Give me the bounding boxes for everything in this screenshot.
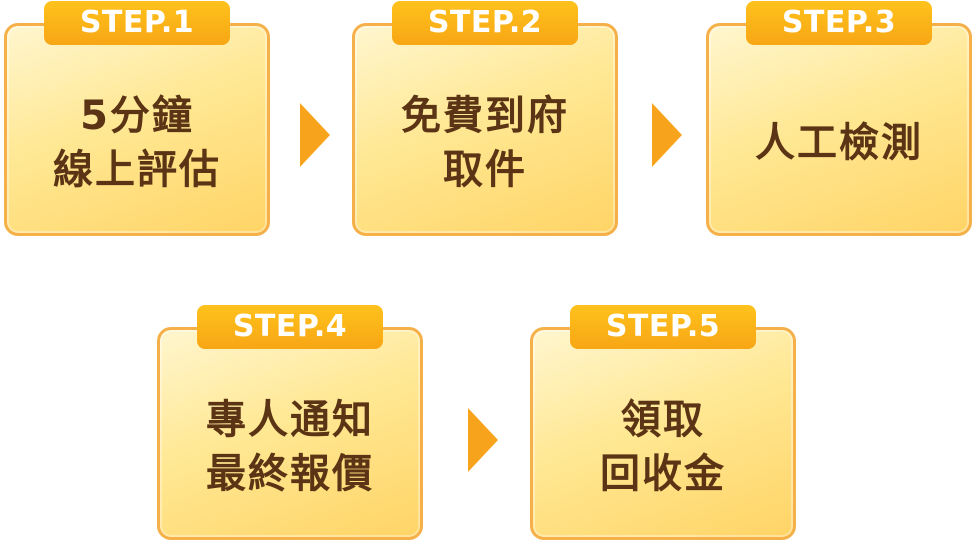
step-label-1: 5分鐘 線上評估 xyxy=(7,53,267,233)
step-label-3: 人工檢測 xyxy=(709,53,969,233)
step-label-2: 免費到府 取件 xyxy=(355,53,615,233)
step-3-line-1: 人工檢測 xyxy=(755,120,923,166)
step-card-2: STEP.2 免費到府 取件 xyxy=(352,1,618,236)
step-1-line-2: 線上評估 xyxy=(53,147,221,193)
step-badge-3: STEP.3 xyxy=(746,1,932,45)
step-card-4: STEP.4 專人通知 最終報價 xyxy=(157,305,423,540)
arrow-right-icon xyxy=(652,103,682,167)
step-card-1: STEP.1 5分鐘 線上評估 xyxy=(4,1,270,236)
step-1-line-1: 5分鐘 xyxy=(80,93,194,139)
step-badge-4: STEP.4 xyxy=(197,305,383,349)
step-5-line-1: 領取 xyxy=(621,397,705,443)
step-4-line-1: 專人通知 xyxy=(206,397,374,443)
step-card-5: STEP.5 領取 回收金 xyxy=(530,305,796,540)
step-badge-2: STEP.2 xyxy=(392,1,578,45)
arrow-right-icon xyxy=(300,103,330,167)
step-card-3: STEP.3 人工檢測 xyxy=(706,1,972,236)
step-badge-5: STEP.5 xyxy=(570,305,756,349)
arrow-right-icon xyxy=(468,408,498,472)
step-label-4: 專人通知 最終報價 xyxy=(160,357,420,537)
step-4-line-2: 最終報價 xyxy=(206,451,374,497)
step-badge-1: STEP.1 xyxy=(44,1,230,45)
step-2-line-2: 取件 xyxy=(443,147,527,193)
step-label-5: 領取 回收金 xyxy=(533,357,793,537)
step-2-line-1: 免費到府 xyxy=(401,93,569,139)
step-5-line-2: 回收金 xyxy=(600,451,726,497)
